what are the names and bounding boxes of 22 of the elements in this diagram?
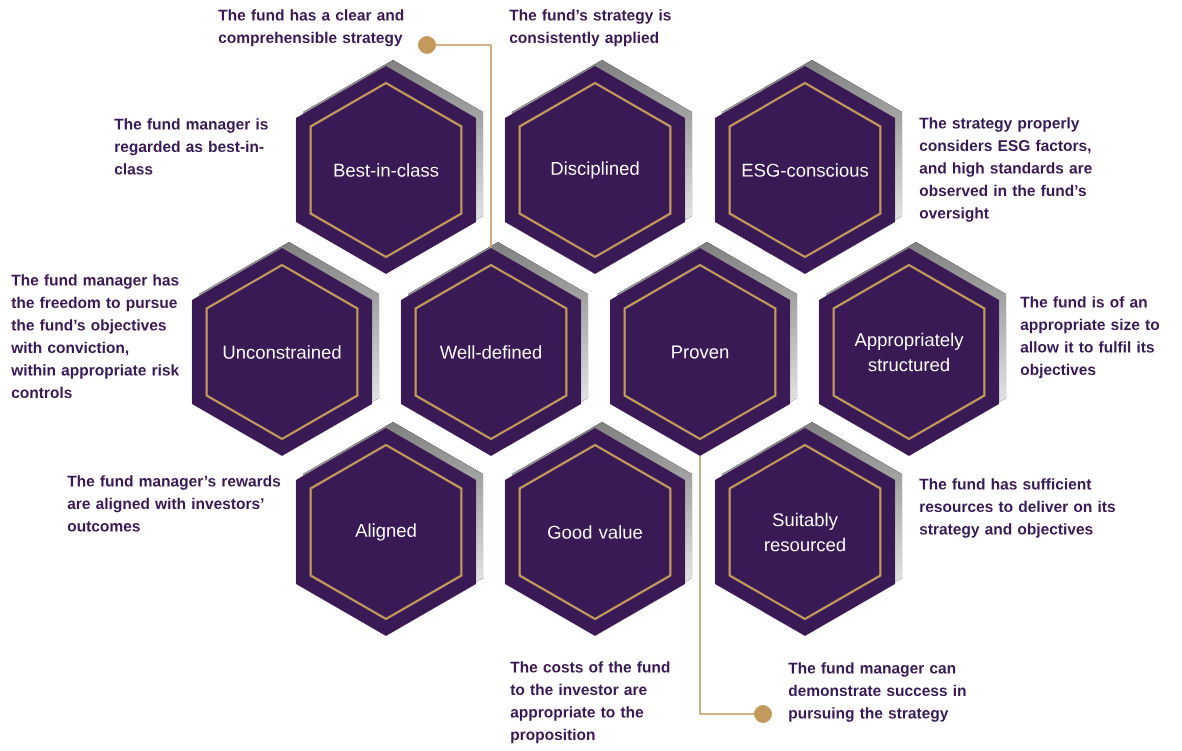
description-text: The strategy properly considers ESG factors, and high standards are observed in the fund’s oversight — [919, 117, 1092, 222]
description-text: The fund manager’s rewards are aligned with investors’ outcomes — [67, 475, 281, 532]
description-text: The fund has a clear and comprehensible strategy — [218, 9, 404, 47]
description-text: The costs of the fund to the investor are appropriate to the proposition — [510, 661, 670, 744]
hexagon: Proven — [609, 242, 798, 456]
hexagon: Well-defined — [400, 242, 589, 456]
description-text: The fund manager has the freedom to pursue the fund’s objectives with conviction, within appropriate risk controls — [11, 274, 180, 399]
hexagon: Best-in-class — [295, 60, 484, 274]
hexagon: Appropriately structured — [818, 242, 1007, 456]
description-text: The fund has sufficient resources to deliver on its strategy and objectives — [919, 478, 1115, 538]
hexagon: Good value — [504, 422, 693, 636]
hexagon: Suitably resourced — [714, 422, 903, 636]
description-text: The fund manager can demonstrate success in pursuing the strategy — [788, 662, 966, 722]
hexagon: Disciplined — [504, 60, 693, 274]
leader-line — [418, 36, 492, 249]
description-text: The fund’s strategy is consistently applied — [509, 9, 671, 47]
description-text: The fund manager is regarded as best-in-class — [114, 118, 268, 175]
hexagon: ESG-conscious — [714, 60, 903, 274]
description-text: The fund is of an appropriate size to allow it to fulfil its objectives — [1020, 296, 1160, 379]
hexagon: Unconstrained — [191, 242, 380, 456]
leader-line — [699, 455, 772, 723]
hexagon: Aligned — [295, 422, 484, 636]
